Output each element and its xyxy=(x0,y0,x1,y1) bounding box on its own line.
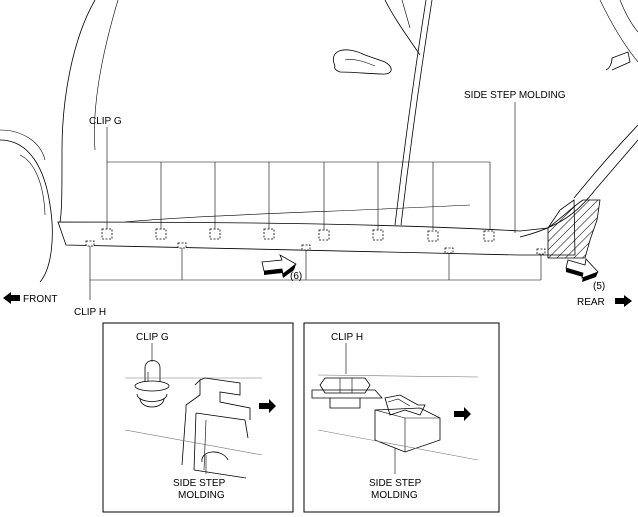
step-6-label: (6) xyxy=(290,271,302,282)
front-arrow-icon xyxy=(3,292,20,304)
side-step-molding xyxy=(57,199,576,256)
clip-h-marker xyxy=(177,242,187,249)
rear-arrow-icon xyxy=(615,295,632,307)
clip-g-marker xyxy=(209,228,221,240)
detail-g-molding-label-line2: MOLDING xyxy=(178,490,225,501)
rear-label: REAR xyxy=(577,297,605,308)
detail-box-clip-g: CLIP G SIDE STEP MOLDING xyxy=(102,322,294,513)
clip-h-marker xyxy=(301,244,311,251)
clip-h-marker xyxy=(444,247,454,254)
detail-h-direction-arrow-icon xyxy=(454,407,471,421)
clip-g-marker xyxy=(263,228,275,240)
detail-g-molding-label-line1: SIDE STEP xyxy=(173,478,226,489)
rear-hatched-section xyxy=(547,199,601,259)
step-5-label: (5) xyxy=(593,281,605,292)
detail-clip-h-label: CLIP H xyxy=(331,332,363,343)
clip-g-marker xyxy=(318,229,330,241)
clip-g-marker xyxy=(101,228,113,240)
detail-g-direction-arrow-icon xyxy=(259,399,276,413)
side-step-molding-label: SIDE STEP MOLDING xyxy=(464,90,566,101)
clip-h-marker xyxy=(536,248,546,255)
step-5-arrow xyxy=(565,258,599,282)
clip-g-marker xyxy=(372,229,384,241)
clip-h-label: CLIP H xyxy=(74,307,106,318)
detail-clip-g-label: CLIP G xyxy=(136,332,169,343)
detail-box-clip-h: CLIP H SIDE STEP MOLDING xyxy=(303,322,500,513)
molding-g-illustration xyxy=(124,377,263,479)
door-handle xyxy=(333,49,392,75)
clip-g-marker xyxy=(155,228,167,240)
detail-h-molding-label-line1: SIDE STEP xyxy=(369,478,422,489)
step-6-arrow xyxy=(261,254,297,278)
clip-g-callout-lines xyxy=(106,127,491,230)
clip-g-locations xyxy=(101,228,495,242)
clip-h-illustration xyxy=(311,377,383,409)
clip-h-locations xyxy=(85,240,546,300)
clip-g-label: CLIP G xyxy=(89,116,122,127)
clip-g-marker xyxy=(483,230,495,242)
molding-h-illustration xyxy=(317,374,479,461)
clip-h-marker xyxy=(85,240,95,247)
clip-g-illustration xyxy=(134,360,170,408)
vehicle-body-outline xyxy=(0,0,638,283)
front-label: FRONT xyxy=(23,294,57,305)
detail-h-molding-label-line2: MOLDING xyxy=(371,490,418,501)
clip-g-marker xyxy=(427,230,439,242)
